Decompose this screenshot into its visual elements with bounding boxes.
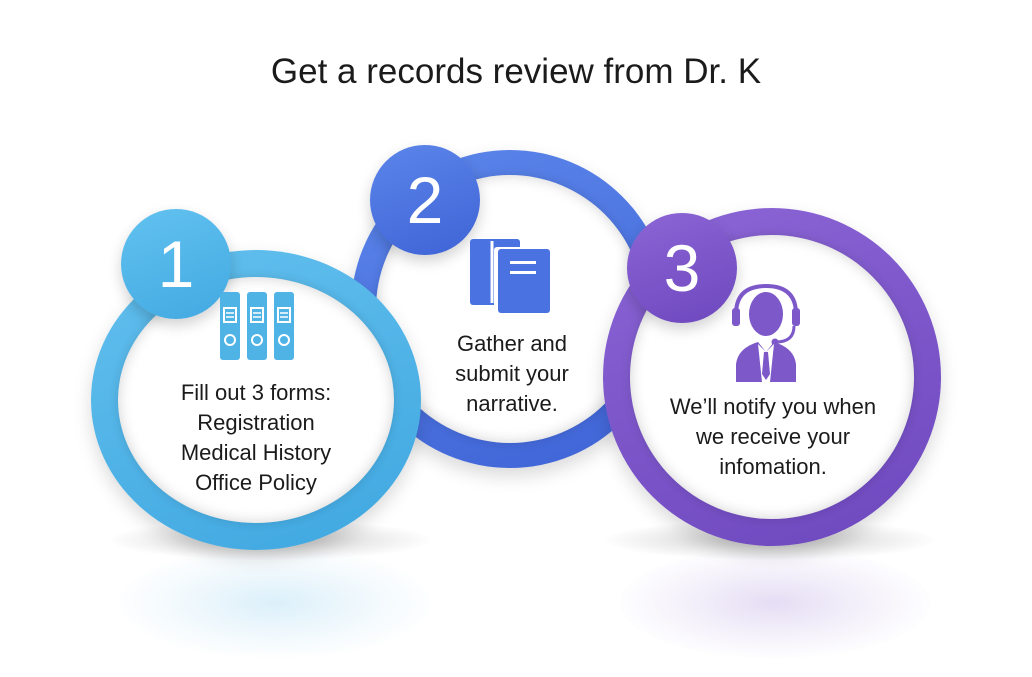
step-2-badge: 2 bbox=[370, 145, 480, 255]
support-agent-icon bbox=[732, 283, 800, 382]
step-1-text: Fill out 3 forms: Registration Medical H… bbox=[150, 378, 362, 498]
page-title: Get a records review from Dr. K bbox=[270, 52, 762, 91]
binders-icon bbox=[220, 292, 294, 360]
step-1-line: Registration bbox=[197, 410, 315, 435]
step-2-text: Gather and submit your narrative. bbox=[412, 329, 612, 419]
step-3-line: we receive your bbox=[695, 424, 851, 449]
step-2-line: narrative. bbox=[466, 391, 558, 416]
step-1-line: Fill out 3 forms: bbox=[180, 380, 332, 405]
circle-1-reflection bbox=[120, 548, 430, 658]
step-3-line: We’ll notify you when bbox=[669, 394, 877, 419]
step-1-badge: 1 bbox=[121, 209, 231, 319]
books-icon bbox=[470, 237, 552, 315]
step-3-line: infomation. bbox=[719, 454, 827, 479]
step-2-line: Gather and bbox=[456, 331, 568, 356]
step-2-line: submit your bbox=[455, 361, 569, 386]
step-1-line: Office Policy bbox=[195, 470, 317, 495]
step-1-line: Medical History bbox=[180, 440, 332, 465]
step-3-text: We’ll notify you when we receive your in… bbox=[640, 392, 906, 482]
circle-3-reflection bbox=[620, 548, 930, 658]
step-3-badge: 3 bbox=[627, 213, 737, 323]
